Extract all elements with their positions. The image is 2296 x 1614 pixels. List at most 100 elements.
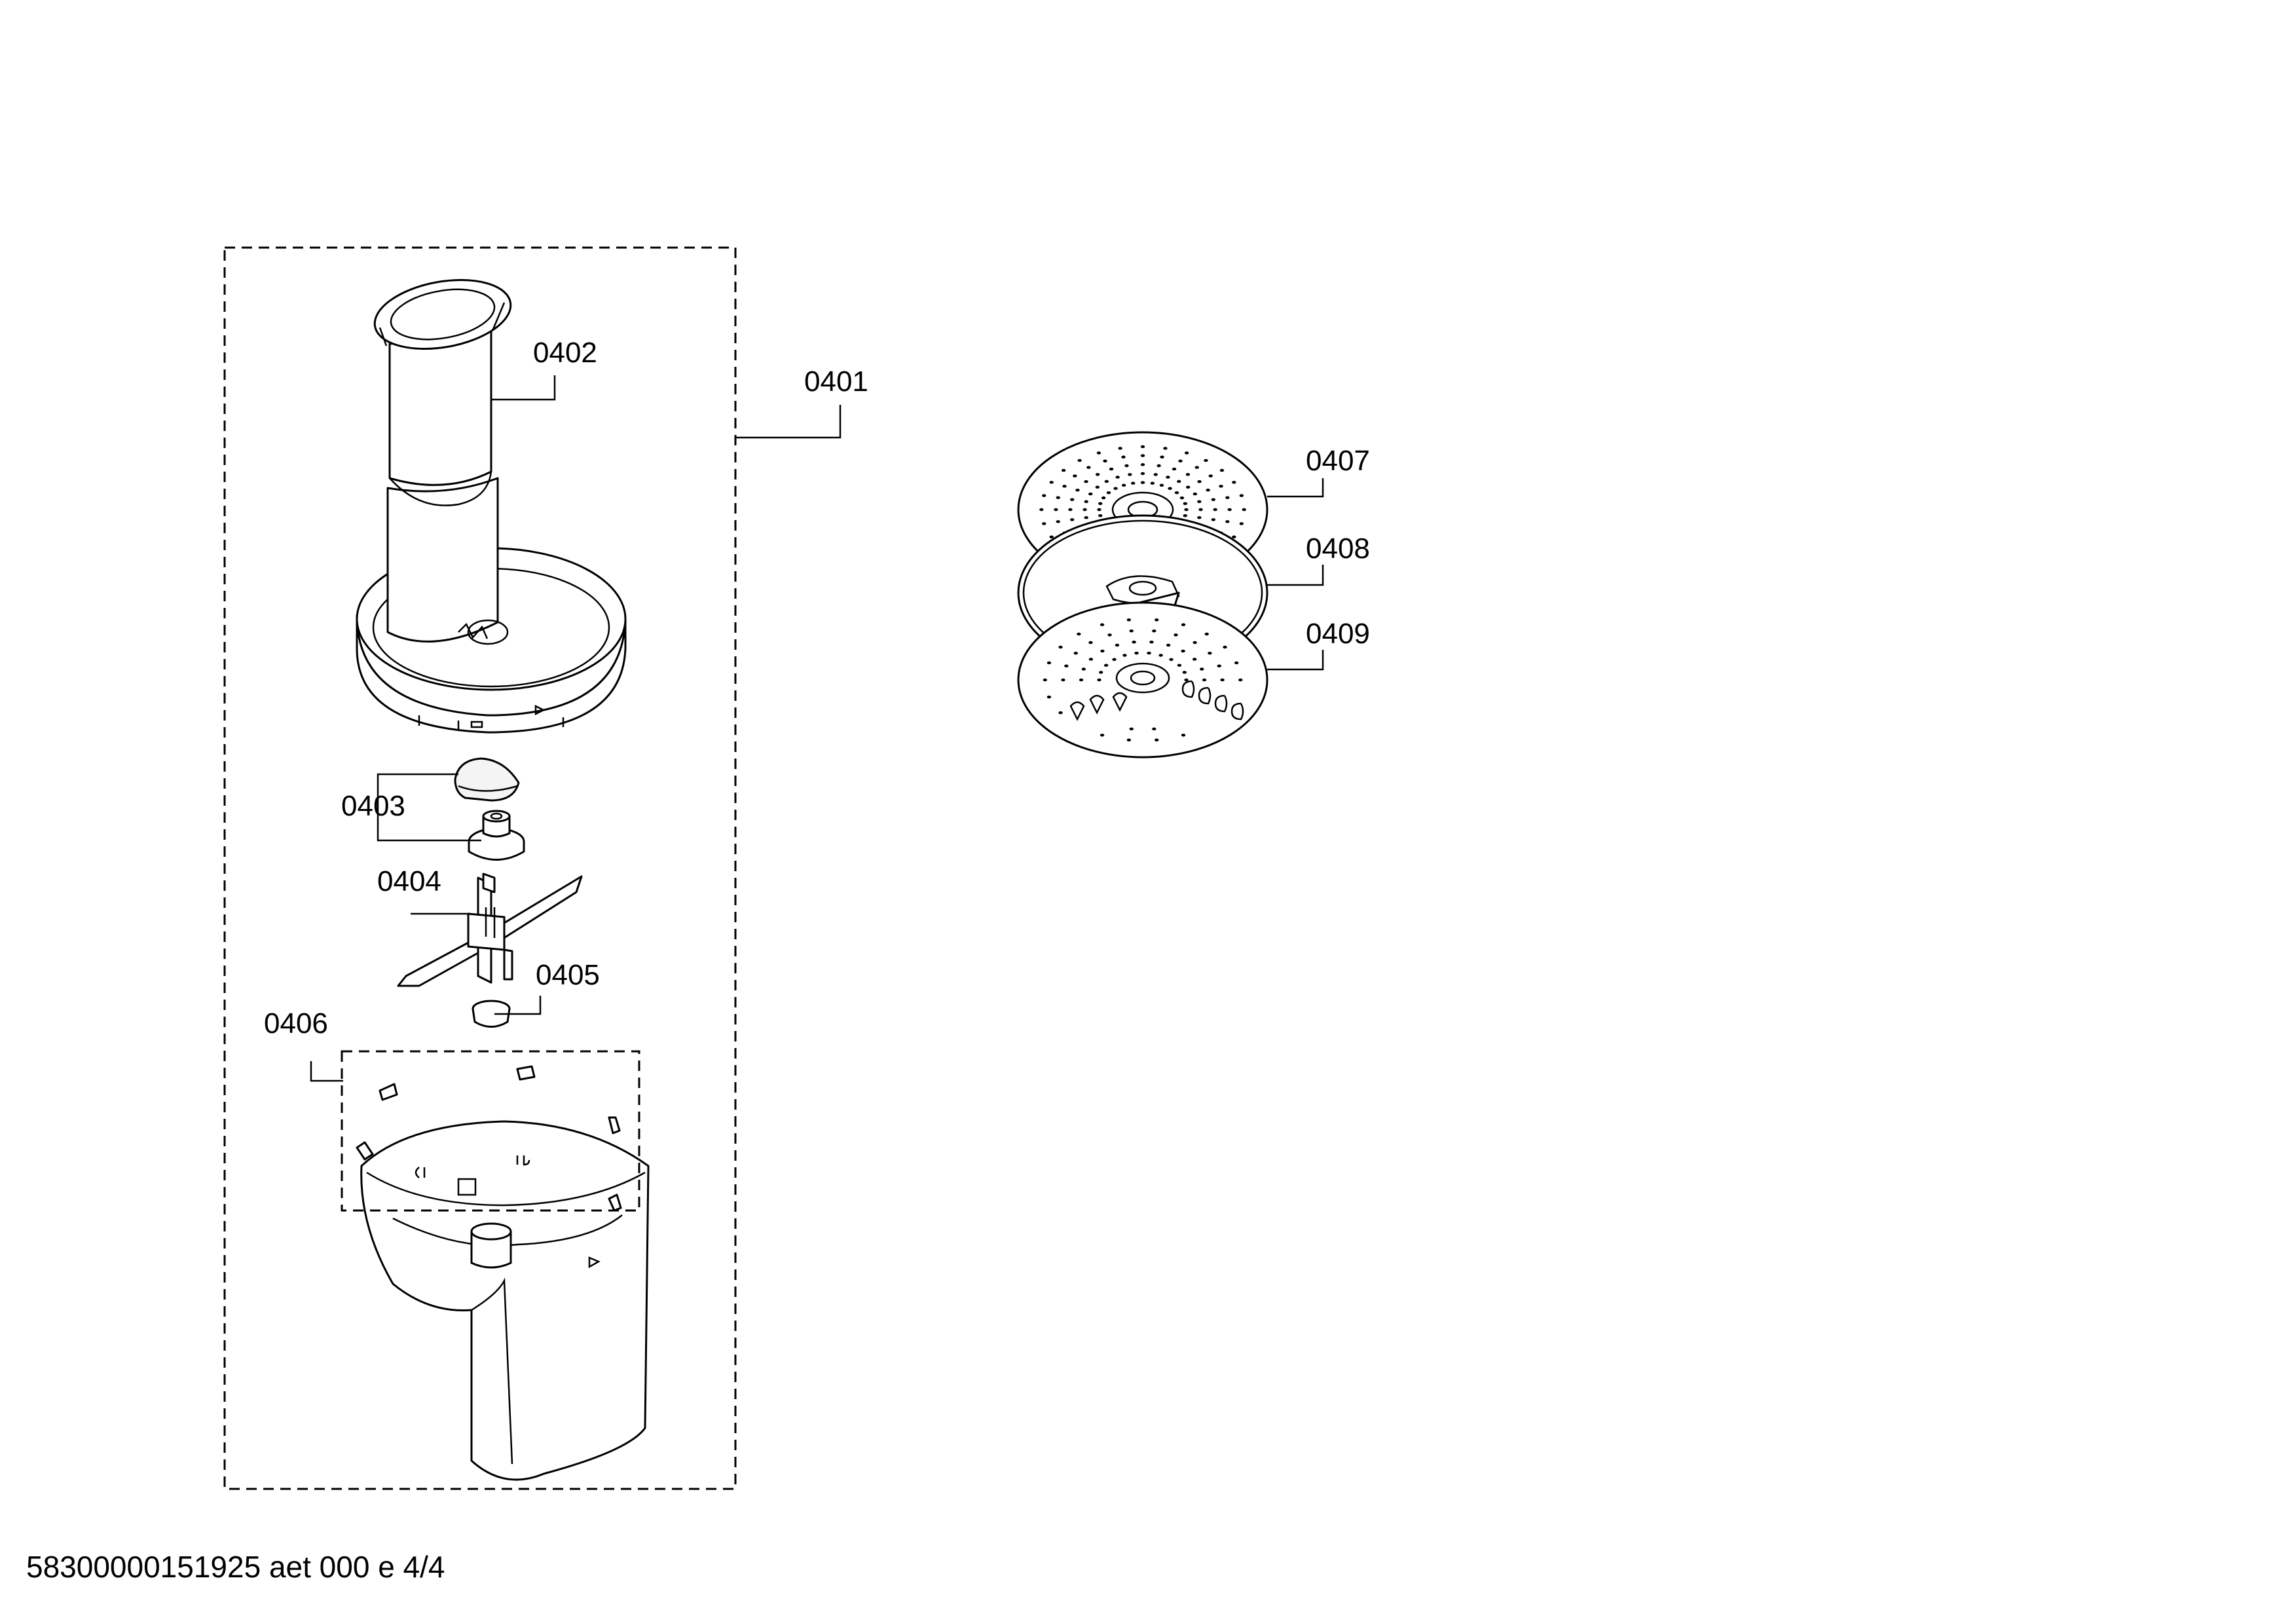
perforation-dot bbox=[1157, 464, 1161, 468]
perforation-dot bbox=[1153, 473, 1158, 476]
perforation-dot bbox=[1098, 514, 1103, 517]
perforation-dot bbox=[1122, 654, 1127, 657]
perforation-dot bbox=[1147, 651, 1151, 655]
perforation-dot bbox=[1159, 483, 1164, 487]
perforation-dot bbox=[1225, 496, 1230, 499]
perforation-dot bbox=[1211, 518, 1216, 521]
perforation-dot bbox=[1049, 481, 1054, 484]
perforation-dot bbox=[1104, 479, 1109, 483]
perforation-dot bbox=[1062, 485, 1067, 488]
perforation-dot bbox=[1046, 661, 1052, 665]
perforation-dot bbox=[1227, 508, 1232, 512]
perforation-dot bbox=[1208, 652, 1212, 655]
leader-0403 bbox=[377, 773, 481, 842]
perforation-dot bbox=[1131, 481, 1136, 485]
callout-0407: 0407 bbox=[1306, 445, 1370, 477]
perforation-dot bbox=[1075, 489, 1080, 492]
perforation-dot bbox=[1064, 664, 1069, 667]
perforation-dot bbox=[1211, 498, 1216, 501]
perforation-dot bbox=[1084, 500, 1088, 503]
perforation-dot bbox=[1149, 641, 1154, 644]
perforation-dot bbox=[1101, 496, 1106, 500]
perforation-dot bbox=[1184, 678, 1189, 682]
perforation-dot bbox=[1174, 633, 1178, 637]
perforation-dot bbox=[1198, 508, 1203, 512]
leader-0405 bbox=[494, 996, 542, 1015]
perforation-dot bbox=[1126, 618, 1132, 622]
perforation-dot bbox=[1061, 468, 1066, 472]
perforation-dot bbox=[1179, 496, 1185, 500]
perforation-dot bbox=[1163, 447, 1168, 450]
leader-0409 bbox=[1267, 650, 1324, 671]
perforation-dot bbox=[1197, 516, 1202, 519]
perforation-dot bbox=[1106, 491, 1111, 495]
part-0406-bowl[interactable] bbox=[356, 1065, 650, 1481]
perforation-dot bbox=[1113, 487, 1118, 490]
perforation-dot bbox=[1086, 466, 1091, 469]
perforation-dot bbox=[1140, 472, 1145, 476]
perforation-dot bbox=[1061, 678, 1065, 682]
perforation-dot bbox=[1079, 678, 1084, 682]
perforation-dot bbox=[1160, 455, 1164, 459]
perforation-dot bbox=[1152, 629, 1157, 633]
assembly-group-0401-outline bbox=[223, 246, 737, 1490]
perforation-dot bbox=[1121, 455, 1126, 459]
perforation-dot bbox=[1234, 661, 1239, 665]
perforation-dot bbox=[1206, 489, 1210, 492]
perforation-dot bbox=[1118, 447, 1122, 450]
perforation-dot bbox=[1096, 451, 1102, 455]
document-code: 58300000151925 aet 000 e 4/4 bbox=[26, 1550, 445, 1584]
perforation-dot bbox=[1043, 678, 1048, 682]
callout-0404: 0404 bbox=[377, 865, 441, 897]
part-0409-shredding-disc[interactable] bbox=[1017, 601, 1268, 759]
perforation-dot bbox=[1095, 485, 1100, 489]
perforation-dot bbox=[1083, 508, 1087, 512]
perforation-dot bbox=[1225, 520, 1230, 523]
part-0404-blade[interactable] bbox=[397, 873, 583, 987]
perforation-dot bbox=[1124, 464, 1129, 468]
perforation-dot bbox=[1192, 658, 1197, 661]
perforation-dot bbox=[1098, 502, 1103, 505]
perforation-dot bbox=[1128, 473, 1132, 476]
perforation-dot bbox=[1084, 480, 1088, 483]
perforation-dot bbox=[1049, 535, 1054, 538]
perforation-dot bbox=[1202, 678, 1207, 682]
perforation-dot bbox=[1183, 514, 1188, 517]
perforation-dot bbox=[1129, 629, 1134, 633]
part-0403-cap-and-hub[interactable] bbox=[454, 757, 525, 861]
perforation-dot bbox=[1042, 494, 1046, 497]
perforation-dot bbox=[1084, 516, 1088, 519]
perforation-dot bbox=[1194, 466, 1199, 469]
part-0405-small-cap[interactable] bbox=[472, 1000, 511, 1028]
perforation-dot bbox=[1134, 651, 1139, 655]
perforation-dot bbox=[1073, 474, 1077, 478]
perforation-dot bbox=[1140, 481, 1145, 484]
perforation-dot bbox=[1115, 643, 1120, 647]
perforation-dot bbox=[1174, 491, 1179, 495]
part-0402-feed-tube-lid[interactable] bbox=[356, 271, 627, 734]
perforation-dot bbox=[1239, 494, 1244, 497]
perforation-dot bbox=[1068, 508, 1073, 512]
perforation-dot bbox=[1166, 643, 1171, 647]
perforation-dot bbox=[1182, 671, 1187, 674]
perforation-dot bbox=[1140, 454, 1145, 457]
perforation-dot bbox=[1181, 734, 1186, 737]
perforation-dot bbox=[1095, 473, 1100, 476]
perforation-dot bbox=[1183, 502, 1188, 505]
perforation-dot bbox=[1088, 641, 1093, 645]
perforation-dot bbox=[1056, 520, 1060, 523]
perforation-dot bbox=[1204, 632, 1209, 636]
perforation-dot bbox=[1115, 476, 1120, 479]
perforation-dot bbox=[1193, 641, 1197, 645]
perforation-dot bbox=[1107, 633, 1112, 637]
perforation-dot bbox=[1058, 645, 1063, 649]
perforation-dot bbox=[1081, 667, 1086, 671]
perforation-dot bbox=[1219, 468, 1225, 472]
perforation-dot bbox=[1070, 518, 1075, 521]
perforation-dot bbox=[1238, 678, 1243, 682]
perforation-dot bbox=[1232, 481, 1236, 484]
perforation-dot bbox=[1155, 738, 1159, 741]
perforation-dot bbox=[1168, 487, 1172, 490]
callout-0402: 0402 bbox=[533, 337, 597, 369]
